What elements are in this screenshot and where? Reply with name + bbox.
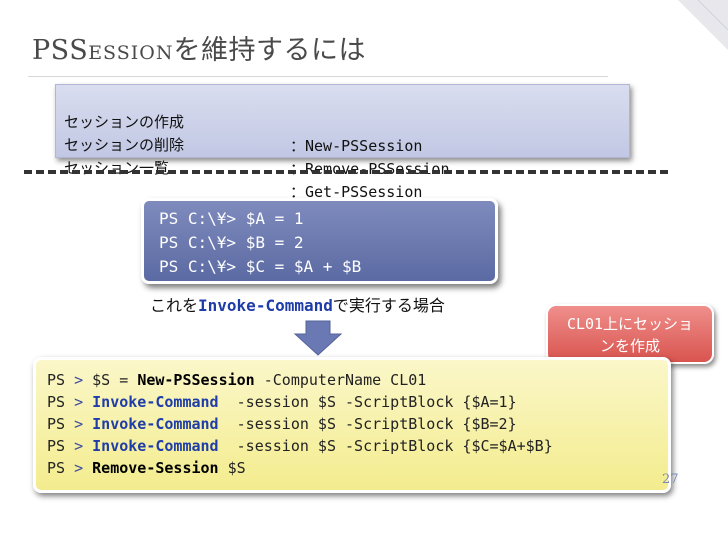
command-row: セッションの作成 ：New-PSSession: [64, 86, 422, 155]
code-line: PS > Remove-Session $S: [47, 459, 246, 477]
callout-create-session: CL01上にセッショ ンを作成: [546, 304, 714, 364]
ps-line: PS C:\¥> $B = 2: [159, 233, 304, 252]
code-line: PS > $S = New-PSSession -ComputerName CL…: [47, 371, 427, 389]
command-row: セッションの削除 ：Remove-PSSession: [64, 109, 450, 178]
command-description: セッション一覧: [64, 159, 170, 177]
command-description: セッションの作成: [64, 113, 185, 131]
command-name: ：Remove-PSSession: [290, 160, 450, 178]
ps-line: PS C:\¥> $C = $A + $B: [159, 257, 362, 276]
code-line: PS > Invoke-Command -session $S -ScriptB…: [47, 415, 517, 433]
command-row: セッション一覧 ：Get-PSSession: [64, 132, 422, 201]
down-arrow-icon: [293, 320, 343, 356]
code-line: PS > Invoke-Command -session $S -ScriptB…: [47, 437, 553, 455]
code-line: PS > Invoke-Command -session $S -ScriptB…: [47, 393, 517, 411]
run-description: これをInvoke-Commandで実行する場合: [150, 296, 445, 315]
remote-session-commands-box: PS > $S = New-PSSession -ComputerName CL…: [33, 357, 671, 493]
command-name: ：New-PSSession: [290, 137, 423, 155]
powershell-local-box: PS C:\¥> $A = 1 PS C:\¥> $B = 2 PS C:\¥>…: [141, 198, 498, 284]
page-number: 27: [662, 472, 679, 487]
session-commands-box: セッションの作成 ：New-PSSession セッションの削除 ：Remove…: [55, 84, 630, 201]
page-title: PSSESSIONを維持するには: [32, 35, 366, 66]
dashed-separator: [24, 170, 668, 174]
ps-line: PS C:\¥> $A = 1: [159, 209, 304, 228]
command-description: セッションの削除: [64, 136, 185, 154]
command-name: ：Get-PSSession: [290, 183, 423, 201]
callout-text: CL01上にセッショ: [566, 315, 694, 333]
title-divider: [28, 76, 608, 77]
callout-text: ンを作成: [599, 337, 660, 355]
corner-decoration: [678, 0, 728, 50]
